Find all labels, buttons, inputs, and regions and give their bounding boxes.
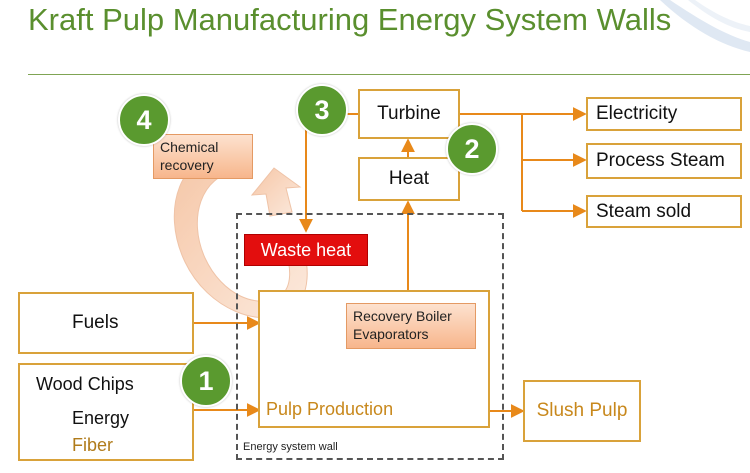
energy-system-wall bbox=[236, 213, 504, 460]
waste-heat-label: Waste heat bbox=[244, 234, 368, 266]
slide-title: Kraft Pulp Manufacturing Energy System W… bbox=[28, 2, 672, 37]
fuels-label: Fuels bbox=[72, 312, 119, 333]
pulp-production-label: Pulp Production bbox=[266, 399, 394, 419]
energy-system-wall-label: Energy system wall bbox=[243, 441, 338, 453]
step-badge-2: 2 bbox=[446, 123, 498, 175]
step-badge-3: 3 bbox=[296, 84, 348, 136]
chemical-recovery-line2: recovery bbox=[160, 157, 214, 173]
chemical-recovery-line1: Chemical bbox=[160, 139, 219, 155]
slush-pulp-box: Slush Pulp bbox=[523, 380, 641, 442]
heat-label: Heat bbox=[388, 168, 430, 189]
chemical-recovery-tag: Chemical recovery bbox=[153, 134, 253, 179]
recovery-boiler-line1: Recovery Boiler bbox=[353, 308, 452, 324]
step-badge-4: 4 bbox=[118, 94, 170, 146]
process-steam-label: Process Steam bbox=[596, 150, 725, 171]
steam-sold-box: Steam sold bbox=[586, 195, 742, 228]
step-badge-1: 1 bbox=[180, 355, 232, 407]
inputs-box: Wood Chips Energy Fiber bbox=[18, 363, 194, 461]
energy-label: Energy bbox=[72, 408, 130, 428]
steam-sold-label: Steam sold bbox=[596, 200, 692, 222]
heat-box: Heat bbox=[358, 157, 460, 201]
recovery-boiler-line2: Evaporators bbox=[353, 326, 429, 342]
electricity-label: Electricity bbox=[596, 103, 678, 124]
recovery-boiler-tag: Recovery Boiler Evaporators bbox=[346, 303, 476, 349]
turbine-box: Turbine bbox=[358, 89, 460, 139]
wood-chips-label: Wood Chips bbox=[36, 374, 134, 394]
fiber-label: Fiber bbox=[72, 435, 114, 455]
electricity-box: Electricity bbox=[586, 97, 742, 131]
title-divider bbox=[28, 74, 750, 75]
process-steam-box: Process Steam bbox=[586, 143, 742, 179]
decorative-swoosh bbox=[660, 0, 750, 52]
turbine-label: Turbine bbox=[377, 103, 441, 124]
slush-pulp-label: Slush Pulp bbox=[536, 400, 628, 421]
fuels-box: Fuels bbox=[18, 292, 194, 354]
